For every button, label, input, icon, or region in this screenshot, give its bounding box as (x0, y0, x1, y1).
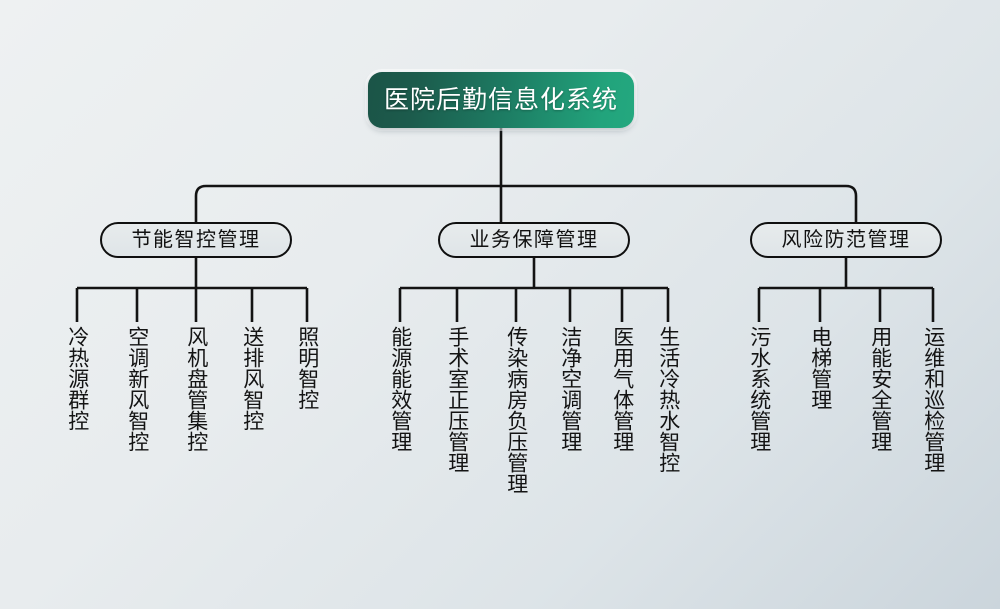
leaf-node[interactable]: 手术室正压管理 (442, 326, 472, 478)
leaf-node[interactable]: 洁净空调管理 (555, 326, 585, 457)
leaf-node-label: 空调新风智控 (125, 326, 149, 452)
branch3-comb (757, 286, 935, 322)
leaf-node[interactable]: 传染病房负压管理 (501, 326, 531, 499)
leaf-node[interactable]: 污水系统管理 (744, 326, 774, 457)
branch1-comb (75, 286, 309, 322)
leaf-node[interactable]: 医用气体管理 (607, 326, 637, 457)
leaf-node-label: 手术室正压管理 (445, 326, 469, 473)
leaf-node[interactable]: 照明智控 (292, 326, 322, 415)
leaf-node[interactable]: 冷热源群控 (62, 326, 92, 436)
leaf-node-label: 能源能效管理 (388, 326, 412, 452)
leaf-node[interactable]: 风机盘管集控 (181, 326, 211, 457)
leaf-node-label: 电梯管理 (808, 326, 832, 410)
leaf-node-label: 医用气体管理 (610, 326, 634, 452)
branch2-comb (398, 286, 670, 322)
branch-node-energy[interactable]: 节能智控管理 (100, 222, 292, 258)
leaf-node[interactable]: 电梯管理 (805, 326, 835, 415)
branch-node-label: 业务保障管理 (469, 229, 599, 251)
branch-node-risk[interactable]: 风险防范管理 (750, 222, 942, 258)
leaf-node[interactable]: 送排风智控 (237, 326, 267, 436)
leaf-node-label: 用能安全管理 (868, 326, 892, 452)
leaf-node-label: 生活冷热水智控 (656, 326, 680, 473)
leaf-node[interactable]: 用能安全管理 (865, 326, 895, 457)
leaf-node-label: 照明智控 (295, 326, 319, 410)
leaf-node-label: 冷热源群控 (65, 326, 89, 431)
leaf-node-label: 传染病房负压管理 (504, 326, 528, 494)
root-node[interactable]: 医院后勤信息化系统 (368, 72, 634, 128)
level2-bus (194, 184, 858, 222)
leaf-node[interactable]: 能源能效管理 (385, 326, 415, 457)
branch-node-label: 风险防范管理 (781, 229, 911, 251)
leaf-node[interactable]: 空调新风智控 (122, 326, 152, 457)
leaf-node-label: 运维和巡检管理 (921, 326, 945, 473)
leaf-node-label: 送排风智控 (240, 326, 264, 431)
branch-node-label: 节能智控管理 (131, 229, 261, 251)
root-node-label: 医院后勤信息化系统 (383, 85, 618, 114)
leaf-node-label: 洁净空调管理 (558, 326, 582, 452)
leaf-node[interactable]: 运维和巡检管理 (918, 326, 948, 478)
leaf-node-label: 风机盘管集控 (184, 326, 208, 452)
leaf-node-label: 污水系统管理 (747, 326, 771, 452)
branch-node-service[interactable]: 业务保障管理 (438, 222, 630, 258)
leaf-node[interactable]: 生活冷热水智控 (653, 326, 683, 478)
